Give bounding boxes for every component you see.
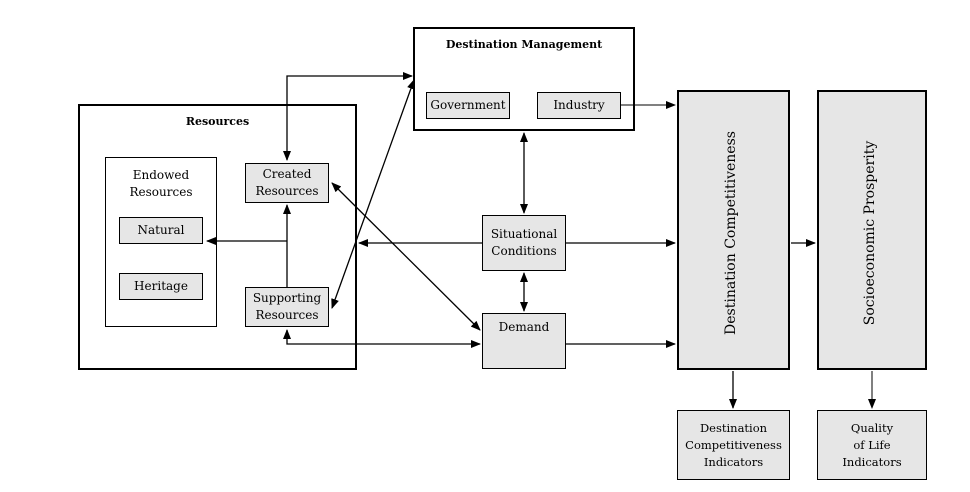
natural-box: Natural [119, 217, 203, 244]
situational-conditions-box: Situational Conditions [482, 215, 566, 271]
supporting-resources-box: Supporting Resources [245, 287, 329, 327]
supporting-to-management-arrow [331, 79, 415, 309]
industry-box: Industry [537, 92, 621, 119]
created-resources-box: Created Resources [245, 163, 329, 203]
destination-competitiveness-indicators-box: Destination Competitiveness Indicators [677, 410, 790, 480]
created-to-management-arrow [283, 72, 413, 161]
resources-title: Resources [185, 115, 250, 128]
demand-box: Demand [482, 313, 566, 369]
quality-of-life-indicators-box: Quality of Life Indicators [817, 410, 927, 480]
supporting-to-demand-arrow [283, 329, 481, 348]
socioeconomic-prosperity-box [817, 90, 927, 370]
government-box: Government [426, 92, 510, 119]
created-to-demand-arrow [331, 182, 481, 331]
destination-competitiveness-box [677, 90, 790, 370]
endowed-resources-title: Endowed Resources [129, 168, 193, 199]
destination-management-title: Destination Management [445, 38, 603, 51]
heritage-box: Heritage [119, 273, 203, 300]
demand-label: Demand [498, 320, 550, 334]
